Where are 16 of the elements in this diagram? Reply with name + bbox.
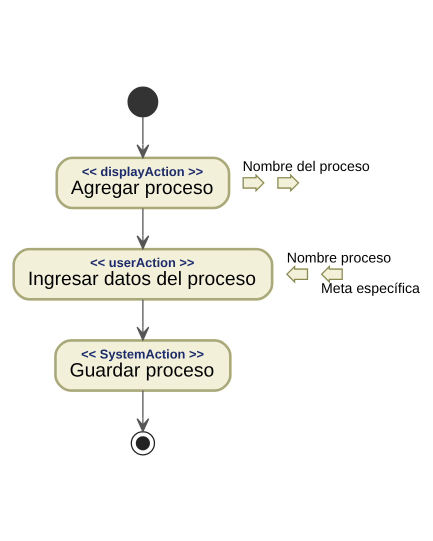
arrow <box>136 390 150 432</box>
arrow <box>136 208 150 249</box>
node-label: Nombre del proceso <box>242 158 370 174</box>
node-label: Nombre proceso <box>286 248 392 265</box>
node-circle <box>127 86 158 117</box>
node-box: << userAction >> Ingresar datos del proceso <box>12 247 274 300</box>
node-circle <box>130 430 156 455</box>
node-label: Meta específica <box>320 280 420 296</box>
node-box <box>320 264 343 283</box>
node-box: << displayAction >> Agregar proceso <box>55 156 230 209</box>
arrow <box>136 299 150 340</box>
arrow <box>136 116 150 158</box>
node-box <box>242 173 265 192</box>
node-box: << SystemAction >> Guardar proceso <box>54 338 232 392</box>
node-box <box>286 264 308 283</box>
node-box <box>277 173 300 192</box>
